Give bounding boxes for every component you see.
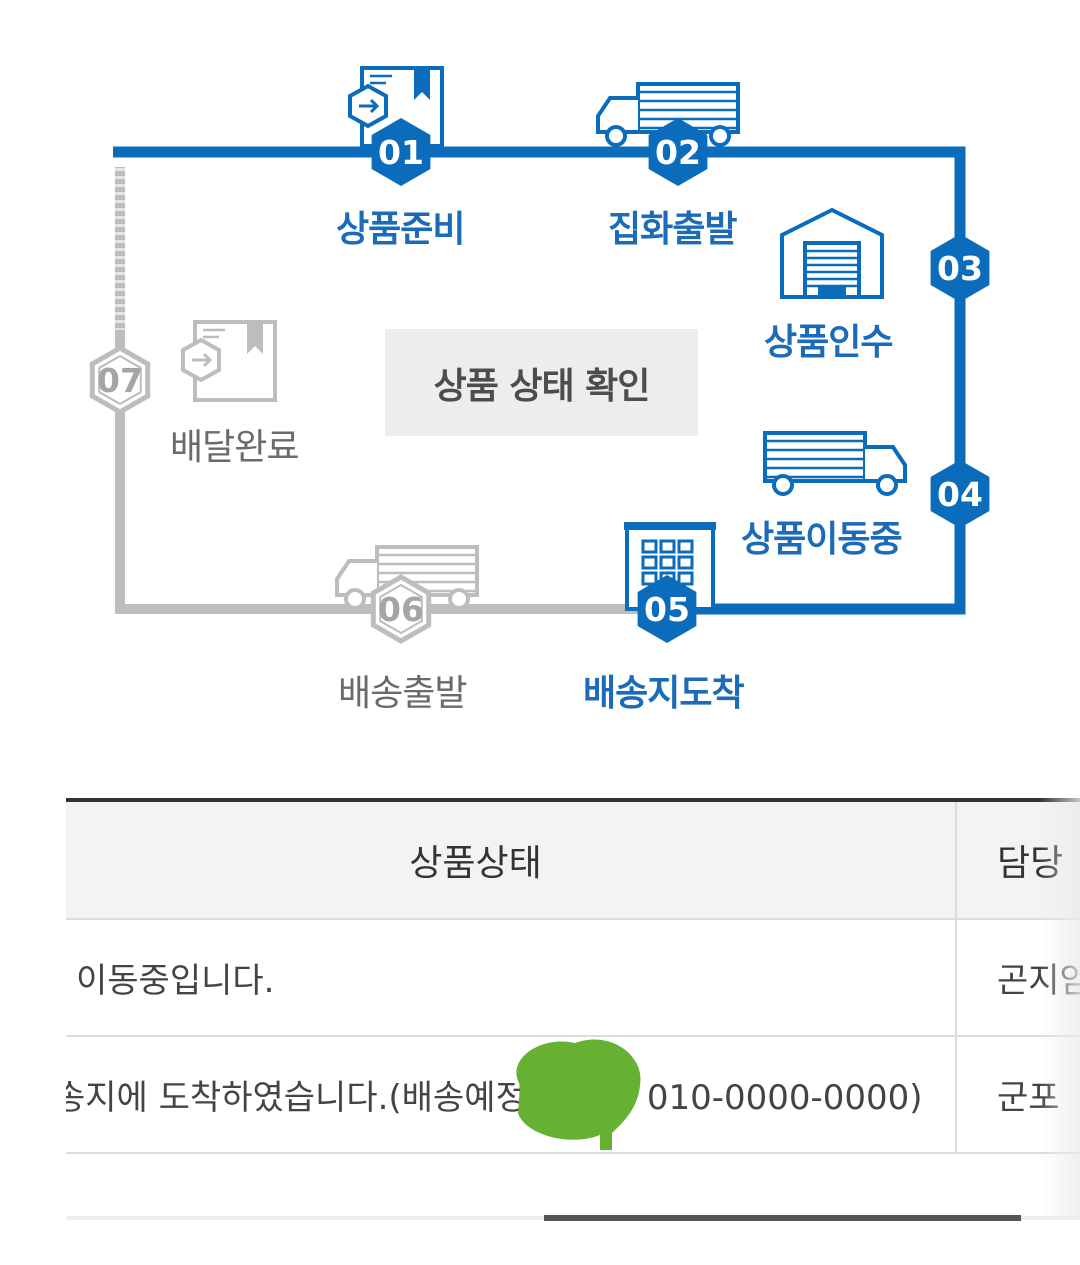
truck-icon <box>763 431 907 496</box>
step-badge-01: 01 <box>371 118 431 186</box>
truck-icon <box>335 545 479 610</box>
status-check-box: 상품 상태 확인 <box>385 329 698 436</box>
warehouse-icon <box>780 207 884 299</box>
table-row: 이동중입니다. 곤지암 <box>66 919 1080 1037</box>
scroll-edge-shadow <box>1040 798 1080 1218</box>
step-number: 05 <box>644 590 690 629</box>
step-badge-05: 05 <box>637 575 697 643</box>
route-line-complete <box>113 146 966 615</box>
redaction-scribble <box>516 1039 641 1150</box>
step-badge-04: 04 <box>930 460 990 528</box>
step-number: 02 <box>655 133 701 172</box>
box-icon <box>181 320 277 402</box>
step-number: 01 <box>378 133 424 172</box>
table-header-row: 상품상태 담당 <box>66 798 1080 920</box>
step-badge-03: 03 <box>930 234 990 302</box>
step-badge-02: 02 <box>648 118 708 186</box>
step-number: 07 <box>97 361 143 400</box>
step-label-05: 배송지도착 <box>583 673 745 714</box>
step-label-04: 상품이동중 <box>741 519 903 560</box>
row-status-text: 송지에 도착하였습니다.(배송예정 <box>66 1078 527 1118</box>
step-label-06: 배송출발 <box>338 673 467 714</box>
step-number: 04 <box>937 475 983 514</box>
step-badge-06: 06 <box>370 574 432 644</box>
truck-icon <box>596 82 740 147</box>
row-status-phone: 010-0000-0000) <box>646 1078 923 1118</box>
step-label-01: 상품준비 <box>336 209 465 250</box>
horizontal-scrollbar-thumb[interactable] <box>544 1215 1021 1221</box>
step-label-03: 상품인수 <box>764 322 893 363</box>
step-number: 06 <box>378 590 424 629</box>
step-label-07: 배달완료 <box>170 427 299 468</box>
header-status: 상품상태 <box>66 798 956 920</box>
row-status: 송지에 도착하였습니다.(배송예정 010-0000-0000) <box>66 1036 956 1154</box>
step-number: 03 <box>937 249 983 288</box>
step-badge-07: 07 <box>89 345 151 415</box>
row-status: 이동중입니다. <box>66 919 956 1037</box>
delivery-progress-diagram: 01 02 03 04 05 06 07 <box>89 66 990 644</box>
step-label-02: 집화출발 <box>608 209 737 250</box>
